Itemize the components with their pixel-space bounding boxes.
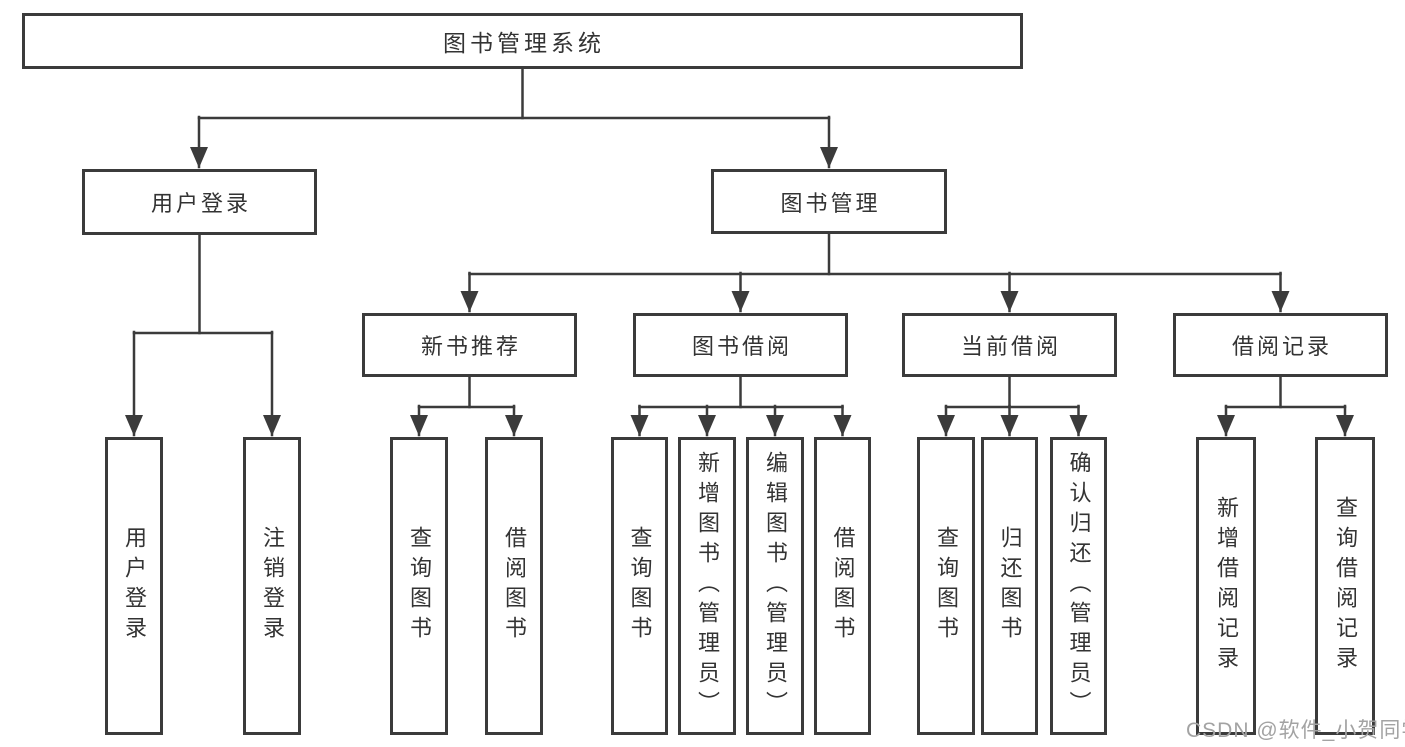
node-library-system: 图书管理系统 xyxy=(22,13,1023,69)
node-label: 查询图书 xyxy=(407,526,432,646)
node-add-book-admin: 新增图书（管理员） xyxy=(678,437,736,735)
node-current-borrow: 当前借阅 xyxy=(902,313,1117,377)
node-borrow-books-recommend: 借阅图书 xyxy=(485,437,543,735)
node-return-books: 归还图书 xyxy=(981,437,1038,735)
node-label: 新增图书（管理员） xyxy=(695,451,720,721)
node-label: 确认归还（管理员） xyxy=(1066,451,1092,721)
node-label: 查询图书 xyxy=(934,526,959,646)
node-new-book-recommend: 新书推荐 xyxy=(362,313,577,377)
node-edit-book-admin: 编辑图书（管理员） xyxy=(746,437,804,735)
node-query-borrow-record: 查询借阅记录 xyxy=(1315,437,1375,735)
node-label: 查询借阅记录 xyxy=(1333,496,1358,676)
node-user-login-leaf: 用户登录 xyxy=(105,437,163,735)
node-logout: 注销登录 xyxy=(243,437,301,735)
node-borrow-records: 借阅记录 xyxy=(1173,313,1388,377)
node-add-borrow-record: 新增借阅记录 xyxy=(1196,437,1256,735)
node-book-management: 图书管理 xyxy=(711,169,947,234)
node-book-borrow: 图书借阅 xyxy=(633,313,848,377)
node-label: 归还图书 xyxy=(997,526,1023,646)
node-label: 新增借阅记录 xyxy=(1214,496,1239,676)
node-label: 注销登录 xyxy=(260,526,285,646)
node-label: 查询图书 xyxy=(627,526,653,646)
node-query-books-recommend: 查询图书 xyxy=(390,437,448,735)
node-query-books-borrow: 查询图书 xyxy=(611,437,668,735)
node-label: 用户登录 xyxy=(122,526,147,646)
node-borrow-books-leaf: 借阅图书 xyxy=(814,437,871,735)
node-user-login-branch: 用户登录 xyxy=(82,169,317,235)
csdn-watermark: CSDN @软件_小贺同学 xyxy=(1186,719,1405,742)
node-label: 编辑图书（管理员） xyxy=(763,451,788,721)
node-label: 借阅图书 xyxy=(502,526,527,646)
node-label: 借阅图书 xyxy=(830,526,856,646)
node-confirm-return-admin: 确认归还（管理员） xyxy=(1050,437,1107,735)
node-query-books-current: 查询图书 xyxy=(917,437,975,735)
